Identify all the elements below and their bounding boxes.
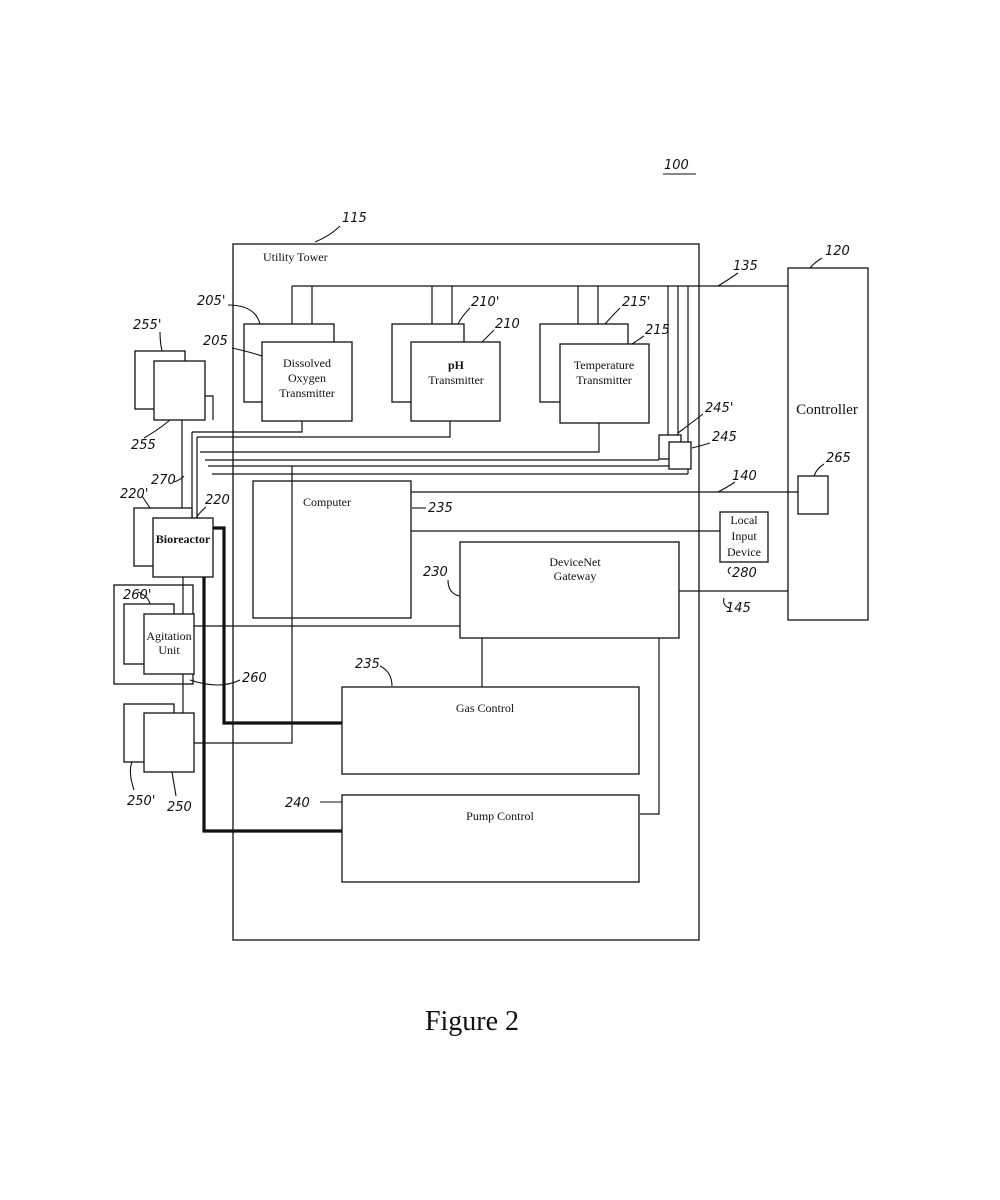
- controller-box: [788, 268, 868, 620]
- agitation-line1: Agitation: [146, 629, 191, 643]
- computer-label: Computer: [303, 495, 351, 509]
- ref-140: 140: [732, 469, 757, 484]
- ref-135: 135: [733, 259, 758, 274]
- ref-240: 240: [285, 796, 310, 811]
- ref-250-prime: 250': [127, 794, 155, 809]
- ref-120: 120: [825, 244, 850, 259]
- bioreactor-label: Bioreactor: [156, 532, 211, 546]
- gas-control-label: Gas Control: [456, 701, 515, 715]
- sensor-245: [669, 442, 691, 469]
- devicenet-line2: Gateway: [554, 569, 597, 583]
- ph-transmitter-line2: Transmitter: [428, 373, 484, 387]
- local-input-line2: Input: [731, 529, 757, 543]
- temp-transmitter-line2: Transmitter: [576, 373, 632, 387]
- do-transmitter-line2: Oxygen: [288, 371, 326, 385]
- pump-control-label: Pump Control: [466, 809, 534, 823]
- ref-205: 205: [203, 334, 228, 349]
- figure-caption: Figure 2: [425, 1006, 519, 1037]
- ref-280: 280: [732, 566, 757, 581]
- do-transmitter-line1: Dissolved: [283, 356, 331, 370]
- ref-255: 255: [131, 438, 156, 453]
- sensor-250: [144, 713, 194, 772]
- ref-215-prime: 215': [622, 295, 650, 310]
- devicenet-line1: DeviceNet: [549, 555, 601, 569]
- do-transmitter-line3: Transmitter: [279, 386, 335, 400]
- figure-ref-100: 100: [664, 158, 689, 173]
- ph-transmitter-line1: pH: [448, 358, 465, 372]
- ref-220: 220: [205, 493, 230, 508]
- ref-235-gas: 235: [355, 657, 380, 672]
- ref-260-prime: 260': [123, 588, 151, 603]
- ref-245: 245: [712, 430, 737, 445]
- ref-245-prime: 245': [705, 401, 733, 416]
- agitation-line2: Unit: [158, 643, 180, 657]
- utility-tower-label: Utility Tower: [263, 250, 328, 264]
- ref-250: 250: [167, 800, 192, 815]
- ref-270: 270: [151, 473, 176, 488]
- controller-port-265: [798, 476, 828, 514]
- ref-210: 210: [495, 317, 520, 332]
- ref-215: 215: [645, 323, 670, 338]
- ref-235-computer: 235: [428, 501, 453, 516]
- sensor-255: [154, 361, 205, 420]
- ref-230: 230: [423, 565, 448, 580]
- local-input-line3: Device: [727, 545, 761, 559]
- ref-115: 115: [342, 211, 367, 226]
- local-input-line1: Local: [730, 513, 758, 527]
- ref-205-prime: 205': [197, 294, 225, 309]
- ref-265: 265: [826, 451, 851, 466]
- temp-transmitter-line1: Temperature: [574, 358, 634, 372]
- ref-210-prime: 210': [471, 295, 499, 310]
- controller-label: Controller: [796, 402, 858, 418]
- bioreactor: [153, 518, 213, 577]
- ref-260: 260: [242, 671, 267, 686]
- ref-145: 145: [726, 601, 751, 616]
- ref-255-prime: 255': [133, 318, 161, 333]
